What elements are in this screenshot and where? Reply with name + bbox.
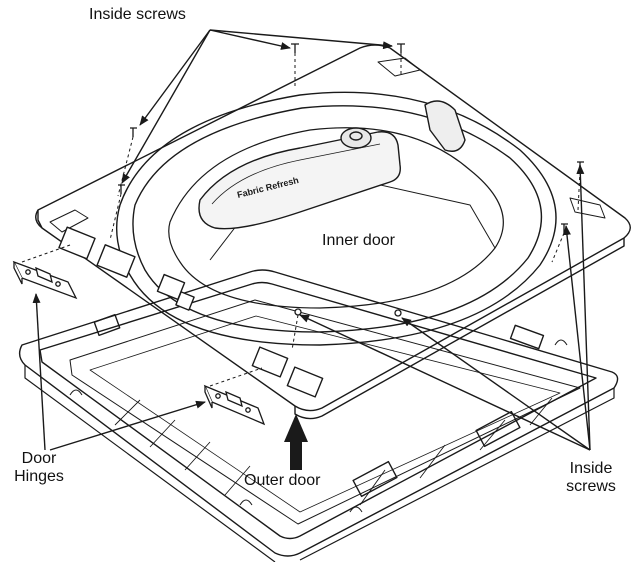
label-door-hinges-line2: Hinges [14, 468, 64, 485]
outer-door-arrow [284, 414, 308, 470]
screws [118, 43, 584, 317]
label-door-hinges-line1: Door [21, 450, 57, 467]
label-outer-door: Outer door [244, 472, 321, 489]
label-inside-screws-right-line2: screws [566, 478, 616, 495]
callout-arrows [32, 29, 591, 451]
inner-door-panel [35, 44, 631, 420]
label-inside-screws-top: Inside screws [89, 6, 186, 23]
label-inside-screws-right-line1: Inside [569, 460, 613, 477]
label-inner-door: Inner door [322, 232, 395, 249]
alignment-lines [21, 53, 581, 387]
hinge-left [12, 260, 78, 300]
outer-door-frame [18, 269, 619, 563]
hinge-middle [203, 384, 266, 426]
